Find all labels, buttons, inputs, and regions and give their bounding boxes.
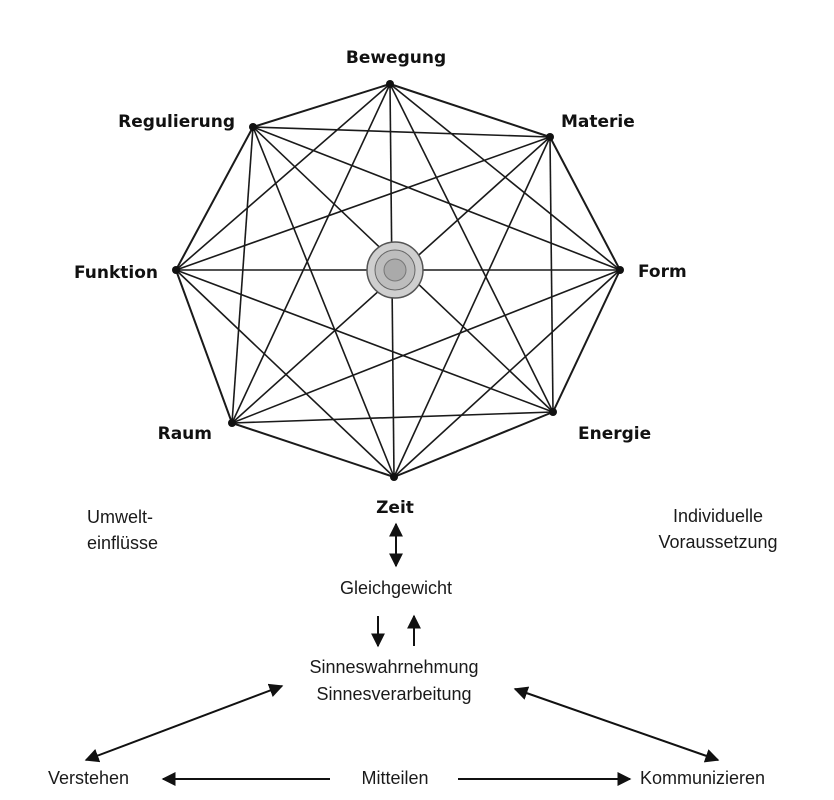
umwelt-line2: einflüsse — [87, 533, 158, 553]
side-text-right: Individuelle Voraussetzung — [658, 506, 777, 552]
edge-zeit-funktion — [175, 269, 395, 478]
edge-zeit-regulierung — [252, 126, 395, 478]
vertex-energie — [549, 408, 557, 416]
edge-form-zeit — [393, 269, 621, 478]
node-label-materie: Materie — [561, 112, 635, 132]
node-label-regulierung: Regulierung — [118, 112, 235, 132]
center-circle — [366, 241, 424, 299]
voraussetzung-line2: Voraussetzung — [658, 532, 777, 552]
vertex-zeit — [390, 473, 398, 481]
umwelt-line1: Umwelt- — [87, 507, 153, 527]
vertex-materie — [546, 133, 554, 141]
edge-form-raum — [231, 269, 621, 424]
node-label-zeit: Zeit — [376, 498, 414, 518]
network-vertices — [172, 80, 624, 481]
vertex-form — [616, 266, 624, 274]
edge-raum-regulierung — [231, 126, 254, 424]
mitteilen-label: Mitteilen — [361, 768, 428, 788]
sinnesverarbeitung-label: Sinnesverarbeitung — [316, 684, 471, 704]
node-label-energie: Energie — [578, 424, 651, 444]
arrow-sinnes-kommunizieren — [513, 686, 720, 763]
arrow-sinnes-verstehen — [84, 683, 284, 763]
side-text-left: Umwelt- einflüsse — [87, 507, 158, 553]
edge-energie-raum — [231, 411, 554, 424]
kommunizieren-label: Kommunizieren — [640, 768, 765, 788]
edge-form-energie — [552, 269, 621, 413]
voraussetzung-line1: Individuelle — [673, 506, 763, 526]
octagon-network — [172, 80, 624, 481]
edge-materie-regulierung — [252, 126, 551, 138]
edge-materie-zeit — [393, 136, 551, 478]
node-label-bewegung: Bewegung — [346, 48, 446, 68]
vertex-raum — [228, 419, 236, 427]
vertex-bewegung — [386, 80, 394, 88]
edge-materie-energie — [549, 136, 554, 413]
edge-bewegung-raum — [231, 83, 391, 424]
edge-bewegung-funktion — [175, 83, 391, 271]
verstehen-label: Verstehen — [48, 768, 129, 788]
edge-raum-funktion — [175, 269, 233, 424]
node-label-form: Form — [638, 262, 687, 282]
edge-materie-funktion — [175, 136, 551, 271]
node-label-funktion: Funktion — [74, 263, 158, 283]
edge-energie-zeit — [393, 411, 554, 478]
vertex-funktion — [172, 266, 180, 274]
node-label-raum: Raum — [158, 424, 212, 444]
sinneswahrnehmung-label: Sinneswahrnehmung — [309, 657, 478, 677]
edge-bewegung-regulierung — [252, 83, 391, 128]
network-edges — [175, 83, 621, 478]
edge-form-regulierung — [252, 126, 621, 271]
edge-energie-funktion — [175, 269, 554, 413]
vertex-regulierung — [249, 123, 257, 131]
edge-materie-form — [549, 136, 621, 271]
gleichgewicht-label: Gleichgewicht — [340, 578, 452, 598]
edge-funktion-regulierung — [175, 126, 254, 271]
edge-zeit-raum — [231, 422, 395, 478]
edge-bewegung-materie — [389, 83, 551, 138]
